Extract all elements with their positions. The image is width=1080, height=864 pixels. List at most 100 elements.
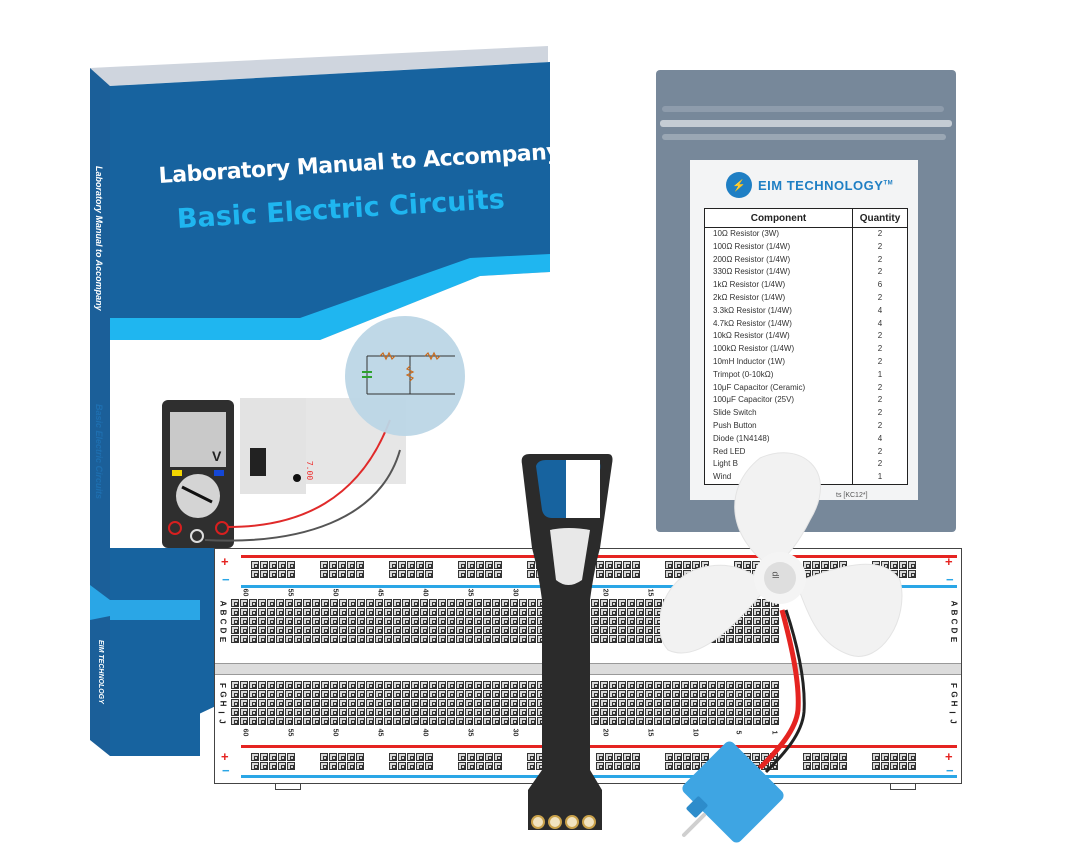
breadboard-hole[interactable] [753, 699, 761, 707]
breadboard-hole[interactable] [339, 708, 347, 716]
breadboard-hole[interactable] [627, 626, 635, 634]
breadboard-hole[interactable] [600, 626, 608, 634]
breadboard-hole[interactable] [366, 617, 374, 625]
breadboard-hole[interactable] [375, 717, 383, 725]
breadboard-hole[interactable] [375, 690, 383, 698]
breadboard-hole[interactable] [596, 570, 604, 578]
breadboard-hole[interactable] [231, 717, 239, 725]
breadboard-hole[interactable] [476, 753, 484, 761]
breadboard-hole[interactable] [420, 626, 428, 634]
breadboard-hole[interactable] [527, 753, 535, 761]
breadboard-hole[interactable] [474, 717, 482, 725]
breadboard-hole[interactable] [258, 608, 266, 616]
breadboard-hole[interactable] [411, 599, 419, 607]
breadboard-hole[interactable] [231, 617, 239, 625]
breadboard-hole[interactable] [416, 561, 424, 569]
breadboard-hole[interactable] [771, 699, 779, 707]
breadboard-hole[interactable] [744, 699, 752, 707]
breadboard-hole[interactable] [654, 708, 662, 716]
breadboard-hole[interactable] [402, 626, 410, 634]
breadboard-hole[interactable] [690, 681, 698, 689]
breadboard-hole[interactable] [384, 626, 392, 634]
breadboard-hole[interactable] [407, 762, 415, 770]
breadboard-hole[interactable] [485, 753, 493, 761]
breadboard-hole[interactable] [494, 561, 502, 569]
breadboard-hole[interactable] [771, 690, 779, 698]
breadboard-hole[interactable] [618, 681, 626, 689]
breadboard-hole[interactable] [618, 708, 626, 716]
breadboard-hole[interactable] [348, 717, 356, 725]
breadboard-hole[interactable] [744, 681, 752, 689]
breadboard-hole[interactable] [438, 626, 446, 634]
breadboard-hole[interactable] [447, 717, 455, 725]
breadboard-hole[interactable] [899, 570, 907, 578]
breadboard-hole[interactable] [600, 717, 608, 725]
breadboard-hole[interactable] [420, 681, 428, 689]
breadboard-hole[interactable] [636, 635, 644, 643]
breadboard-hole[interactable] [510, 635, 518, 643]
breadboard-hole[interactable] [294, 599, 302, 607]
breadboard-hole[interactable] [375, 626, 383, 634]
breadboard-hole[interactable] [366, 699, 374, 707]
breadboard-hole[interactable] [609, 681, 617, 689]
breadboard-hole[interactable] [329, 570, 337, 578]
breadboard-hole[interactable] [456, 617, 464, 625]
breadboard-hole[interactable] [474, 635, 482, 643]
breadboard-hole[interactable] [762, 617, 770, 625]
breadboard-hole[interactable] [447, 608, 455, 616]
breadboard-hole[interactable] [303, 608, 311, 616]
breadboard-hole[interactable] [501, 608, 509, 616]
breadboard-hole[interactable] [654, 599, 662, 607]
breadboard-hole[interactable] [645, 699, 653, 707]
breadboard-hole[interactable] [839, 753, 847, 761]
breadboard-hole[interactable] [528, 681, 536, 689]
breadboard-hole[interactable] [803, 762, 811, 770]
breadboard-hole[interactable] [519, 608, 527, 616]
breadboard-hole[interactable] [501, 626, 509, 634]
breadboard-hole[interactable] [591, 599, 599, 607]
breadboard-hole[interactable] [312, 626, 320, 634]
breadboard-hole[interactable] [636, 608, 644, 616]
breadboard-hole[interactable] [591, 690, 599, 698]
breadboard-hole[interactable] [519, 681, 527, 689]
breadboard-hole[interactable] [591, 635, 599, 643]
breadboard-hole[interactable] [384, 690, 392, 698]
breadboard-hole[interactable] [276, 626, 284, 634]
breadboard-hole[interactable] [609, 617, 617, 625]
breadboard-hole[interactable] [375, 617, 383, 625]
breadboard-hole[interactable] [267, 599, 275, 607]
breadboard-hole[interactable] [735, 635, 743, 643]
breadboard-hole[interactable] [366, 626, 374, 634]
breadboard-hole[interactable] [249, 617, 257, 625]
breadboard-hole[interactable] [456, 717, 464, 725]
breadboard-hole[interactable] [744, 708, 752, 716]
breadboard-hole[interactable] [375, 681, 383, 689]
breadboard-hole[interactable] [231, 699, 239, 707]
breadboard-hole[interactable] [329, 561, 337, 569]
breadboard-hole[interactable] [645, 681, 653, 689]
breadboard-hole[interactable] [485, 570, 493, 578]
breadboard-hole[interactable] [708, 690, 716, 698]
breadboard-hole[interactable] [830, 561, 838, 569]
breadboard-hole[interactable] [726, 681, 734, 689]
breadboard-hole[interactable] [465, 635, 473, 643]
breadboard-hole[interactable] [753, 681, 761, 689]
breadboard-hole[interactable] [771, 681, 779, 689]
breadboard-hole[interactable] [366, 635, 374, 643]
breadboard-hole[interactable] [303, 635, 311, 643]
breadboard-hole[interactable] [348, 681, 356, 689]
breadboard-hole[interactable] [618, 717, 626, 725]
breadboard-hole[interactable] [420, 699, 428, 707]
breadboard-hole[interactable] [375, 608, 383, 616]
breadboard-hole[interactable] [753, 608, 761, 616]
breadboard-hole[interactable] [366, 681, 374, 689]
breadboard-hole[interactable] [465, 690, 473, 698]
breadboard-hole[interactable] [347, 762, 355, 770]
breadboard-hole[interactable] [717, 717, 725, 725]
breadboard-hole[interactable] [753, 717, 761, 725]
breadboard-hole[interactable] [389, 762, 397, 770]
breadboard-hole[interactable] [321, 690, 329, 698]
breadboard-hole[interactable] [519, 717, 527, 725]
breadboard-hole[interactable] [591, 617, 599, 625]
breadboard-hole[interactable] [456, 708, 464, 716]
